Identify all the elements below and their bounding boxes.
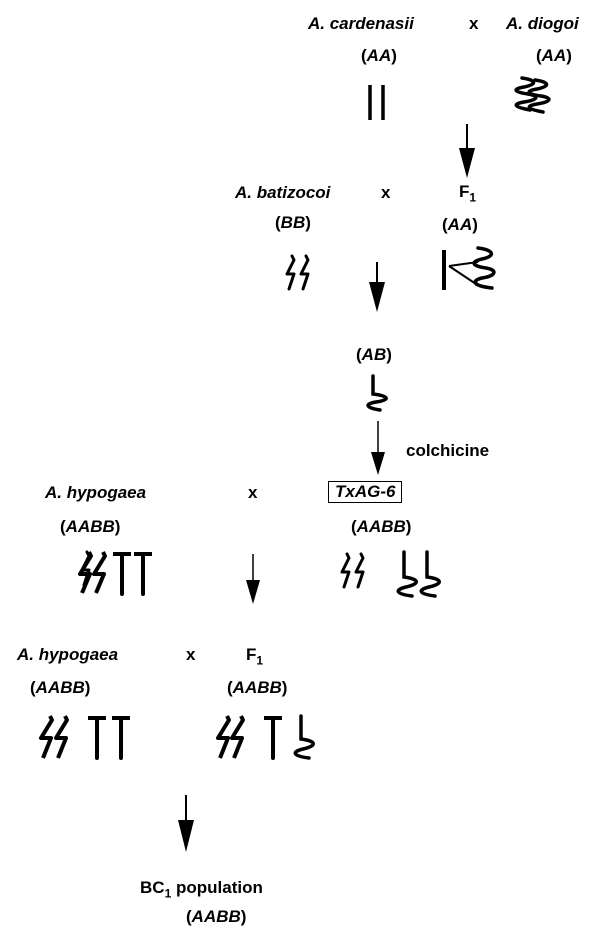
treatment-label: colchicine xyxy=(406,441,490,460)
chromosomes-diogoi xyxy=(514,76,551,114)
genome-cardenasii: (AA) xyxy=(361,46,397,65)
arrow-down-icon xyxy=(459,124,475,178)
chromosomes-cardenasii xyxy=(368,85,385,120)
genome-f1: (AA) xyxy=(442,215,478,234)
chromosomes-hypogaea xyxy=(78,550,152,596)
arrow-down-icon xyxy=(246,554,260,604)
arrow-down-icon xyxy=(371,421,385,475)
arrow-down-icon xyxy=(369,262,385,312)
genome-batizocoi: (BB) xyxy=(275,213,311,232)
chromosomes-f1-2 xyxy=(216,714,315,760)
parent-diogoi-name: A. diogoi xyxy=(506,14,579,33)
genome-hypogaea-2: (AABB) xyxy=(30,678,91,697)
genome-diogoi: (AA) xyxy=(536,46,572,65)
genome-result: (AABB) xyxy=(186,907,247,926)
chromosomes-hypogaea-2 xyxy=(39,715,130,760)
chromosomes-batizocoi xyxy=(285,254,310,291)
parent-batizocoi-name: A. batizocoi xyxy=(235,183,331,202)
f1-label-2: F1 xyxy=(246,645,264,668)
chromosomes-txag6 xyxy=(340,550,441,598)
parent-hypogaea-name-2: A. hypogaea xyxy=(17,645,119,664)
result-label: BC1 population xyxy=(140,878,263,901)
arrow-down-icon xyxy=(178,795,194,852)
f1-label: F1 xyxy=(459,182,477,205)
genome-ab-hybrid: (AB) xyxy=(356,345,392,364)
parent-hypogaea-name: A. hypogaea xyxy=(45,483,147,502)
parent-cardenasii-name: A. cardenasii xyxy=(308,14,414,33)
cross-symbol: x xyxy=(248,483,258,502)
cross-symbol: x xyxy=(469,14,479,33)
chromosomes-f1 xyxy=(442,246,496,290)
genome-f1-2: (AABB) xyxy=(227,678,288,697)
chromosome-ab-hybrid xyxy=(366,374,388,412)
genome-amphidiploid: (AABB) xyxy=(351,517,412,536)
cross-symbol: x xyxy=(381,183,391,202)
genome-hypogaea: (AABB) xyxy=(60,517,121,536)
amphidiploid-name-box: TxAG-6 xyxy=(328,481,403,503)
cross-symbol: x xyxy=(186,645,196,664)
